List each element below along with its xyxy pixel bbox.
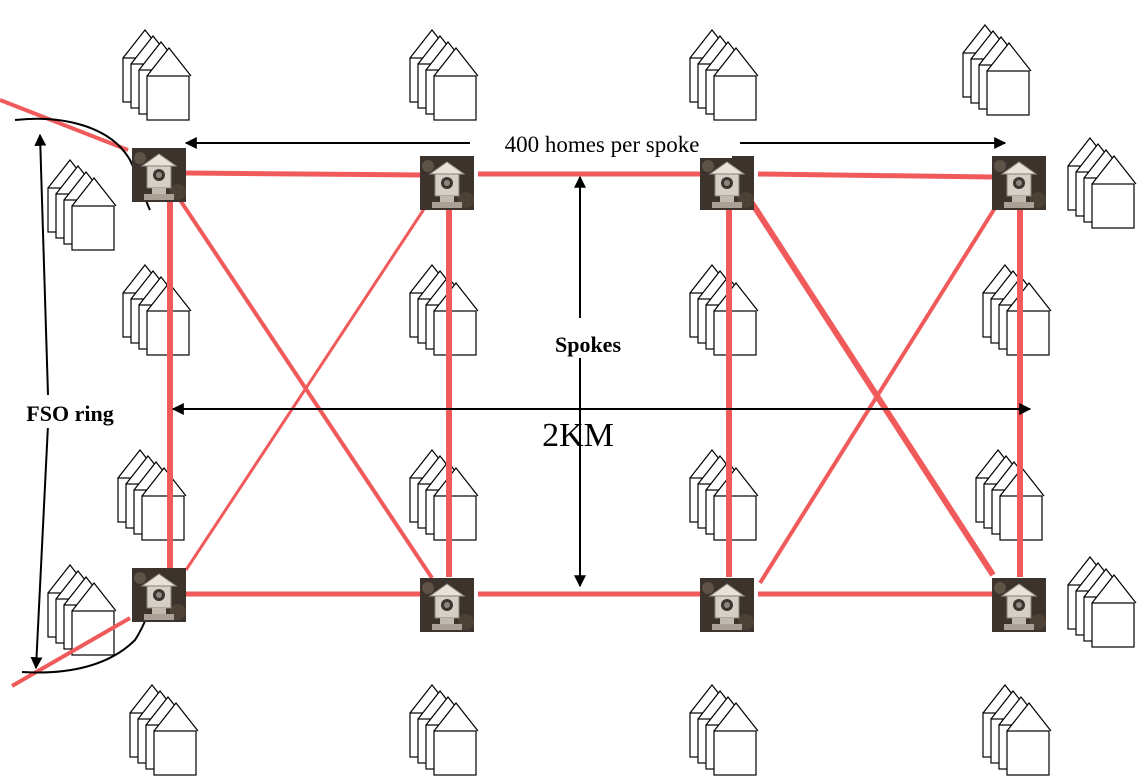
fso-links — [0, 98, 1023, 688]
homes-label-bg — [474, 130, 732, 158]
fso-transceiver-icon — [699, 577, 755, 633]
fso-ring-arrow-down — [30, 424, 49, 670]
homes-per-spoke-label: 400 homes per spoke — [505, 132, 700, 157]
house-stack-icon — [689, 29, 759, 121]
link-diagonal-3 — [747, 198, 996, 577]
fso-nodes — [131, 147, 1047, 633]
fso-ring-label-bg — [10, 398, 132, 428]
house-stack-icon — [47, 159, 117, 251]
house-stack-icon — [117, 449, 187, 541]
ring-link-bottom — [11, 616, 131, 688]
fso-transceiver-icon — [699, 155, 755, 211]
house-stack-icon — [689, 449, 759, 541]
fso-transceiver-icon — [131, 147, 187, 203]
fso-transceiver-icon — [419, 155, 475, 211]
link-top-3 — [757, 171, 993, 180]
dimension-arrows — [30, 133, 1032, 670]
house-stack-icon — [409, 264, 479, 356]
house-stack-icon — [409, 29, 479, 121]
house-stack-icon — [122, 29, 192, 121]
ring-link-top — [0, 98, 129, 152]
fso-transceiver-icon — [131, 567, 187, 623]
house-stack-icon — [122, 264, 192, 356]
spokes-label: Spokes — [555, 332, 621, 357]
house-stack-icon — [962, 24, 1032, 116]
link-diagonal-2 — [184, 199, 432, 571]
house-stack-icon — [409, 449, 479, 541]
fso-transceiver-icon — [991, 155, 1047, 211]
house-stack-icon — [1067, 137, 1137, 229]
fso-transceiver-icon — [419, 577, 475, 633]
house-stack-icon — [689, 684, 759, 776]
fso-transceiver-icon — [991, 577, 1047, 633]
link-diagonal-4 — [758, 198, 1002, 585]
house-stack-icon — [47, 564, 117, 656]
fso-ring-arrow-up — [34, 133, 49, 396]
link-top-1 — [185, 170, 421, 178]
house-stack-icon — [1067, 556, 1137, 648]
fso-ring-label: FSO ring — [26, 401, 113, 426]
house-stack-icon — [689, 264, 759, 356]
distance-label: 2KM — [542, 417, 614, 454]
house-stack-icon — [975, 449, 1045, 541]
house-stack-icon — [982, 684, 1052, 776]
house-stack-icon — [409, 684, 479, 776]
house-stack-icon — [129, 684, 199, 776]
